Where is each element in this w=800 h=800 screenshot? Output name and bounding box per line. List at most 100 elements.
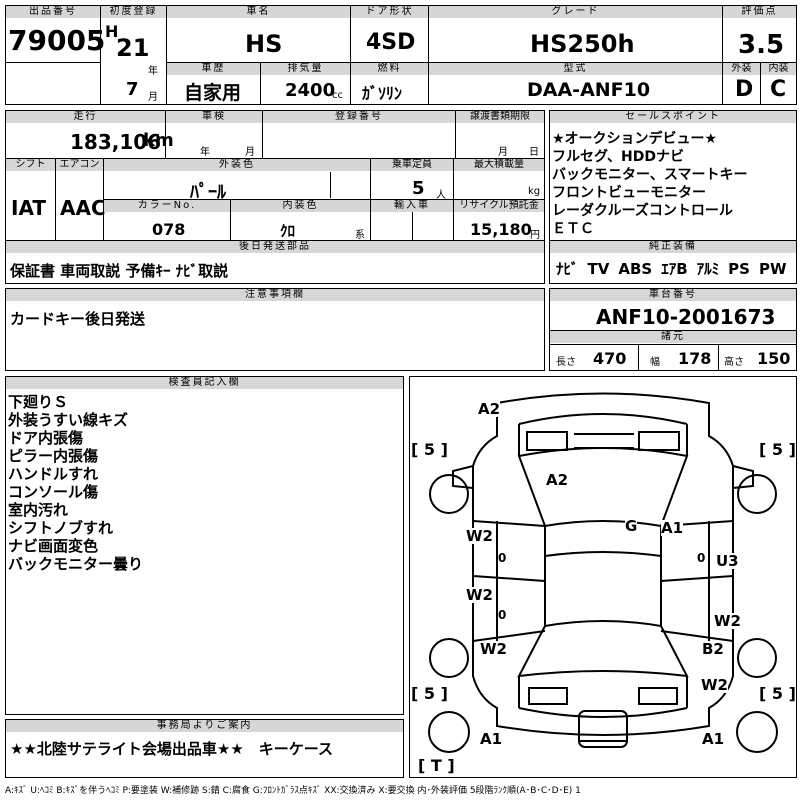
damage-hood: A2	[546, 471, 569, 489]
ac: AAC	[60, 196, 106, 220]
mileage-label: 走行	[6, 111, 165, 123]
mark-left-2: 0	[498, 607, 507, 623]
transfer-month-unit: 月	[498, 147, 508, 158]
recycle-unit: 円	[530, 230, 540, 241]
mileage-unit: km	[143, 130, 174, 151]
width-label: 幅	[650, 357, 660, 368]
inspector-note: 下廻りＳ	[8, 393, 69, 411]
maxload-unit: kg	[528, 186, 541, 197]
equipment-item: ABS	[618, 260, 653, 278]
later-label: 後日発送部品	[6, 241, 544, 253]
damage-front-door-left: W2	[466, 527, 493, 545]
grade: HS250h	[530, 30, 635, 58]
length: 470	[593, 349, 627, 368]
insp-month-unit: 月	[245, 147, 255, 158]
sales-list: ★オークションデビュー★ フルセグ、HDDナビバックモニター、スマートキーフロント…	[552, 130, 796, 238]
first-reg-label: 初度登録	[101, 6, 166, 18]
tire-mark-rear-left: [ 5 ]	[411, 684, 448, 703]
chassis-number: ANF10-2001673	[596, 305, 776, 329]
capacity-label: 乗車定員	[371, 159, 453, 171]
sales-point-item: フルセグ、HDDナビ	[552, 149, 684, 165]
door-type: 4SD	[366, 30, 416, 55]
sales-point-item: ＥＴＣ	[552, 221, 594, 237]
model: DAA-ANF10	[527, 79, 651, 101]
reg-number-label: 登録番号	[263, 111, 455, 123]
car-diagram	[428, 392, 778, 753]
damage-rear-fender-left: W2	[480, 640, 507, 658]
ext-grade: D	[735, 77, 754, 102]
reg-year: 21	[116, 34, 150, 62]
sales-point-item: ★オークションデビュー★	[552, 131, 718, 147]
color: ﾊﾟｰﾙ	[190, 182, 226, 203]
fuel: ｶﾞｿﾘﾝ	[362, 84, 403, 103]
caution-label: 注意事項欄	[6, 289, 544, 301]
lot-number: 79005	[8, 24, 106, 57]
shift: IAT	[11, 196, 47, 220]
displacement: 2400	[285, 80, 336, 101]
mark-left-1: 0	[498, 550, 507, 566]
inspector-label: 検査員記入欄	[6, 377, 403, 389]
equipment-item: TV	[587, 260, 610, 278]
height: 150	[757, 349, 791, 368]
damage-windshield: G	[625, 517, 638, 535]
legend: A:ｷｽﾞ U:ﾍｺﾐ B:ｷｽﾞを伴うﾍｺﾐ P:要塗装 W:補修跡 S:錆 …	[5, 786, 581, 796]
inspector-note: ナビ画面変色	[8, 537, 99, 555]
lot-label: 出品番号	[6, 6, 100, 18]
header-section	[5, 5, 797, 105]
year-unit: 年	[148, 66, 158, 77]
tire-mark-front-left: [ 5 ]	[411, 440, 448, 459]
fuel-label: 燃料	[351, 63, 428, 75]
inspector-note: 室内汚れ	[8, 501, 69, 519]
transfer-day-unit: 日	[529, 147, 539, 158]
equipment-label: 純正装備	[550, 241, 796, 253]
interior-color-label: 内装色	[231, 200, 370, 212]
damage-rear-bumper-left: A1	[480, 730, 503, 748]
interior-color-unit: 系	[355, 230, 365, 241]
era: H	[105, 22, 119, 41]
inspector-note: ハンドルすれ	[8, 465, 99, 483]
damage-front-door-right: U3	[716, 552, 739, 570]
caution-section	[5, 288, 545, 371]
reg-month: 7	[126, 79, 139, 100]
car-name: HS	[245, 30, 283, 58]
inspector-note: ピラー内張傷	[8, 447, 99, 465]
vehicle-info-section	[5, 110, 545, 284]
sales-point-item: フロントビューモニター	[552, 185, 706, 201]
inspection-label: 車検	[166, 111, 262, 123]
name-label: 車名	[167, 6, 350, 18]
colorno: 078	[152, 220, 186, 239]
diagram-section	[409, 376, 797, 778]
capacity: 5	[412, 178, 425, 199]
capacity-unit: 人	[436, 190, 446, 201]
tire-mark-front-right: [ 5 ]	[759, 440, 796, 459]
specs-label: 諸元	[550, 331, 796, 343]
damage-rear-right: W2	[701, 676, 728, 694]
ac-label: エアコン	[56, 159, 103, 171]
width: 178	[678, 349, 712, 368]
damage-rear-door-left: W2	[466, 586, 493, 604]
inspector-note: コンソール傷	[8, 483, 99, 501]
sales-section	[549, 110, 797, 284]
history: 自家用	[184, 82, 242, 104]
later-parts: 保証書 車両取説 予備ｷｰ ﾅﾋﾞ取説	[10, 262, 229, 280]
office-section	[5, 719, 404, 778]
tire-mark-rear-right: [ 5 ]	[759, 684, 796, 703]
history-label: 車歴	[167, 63, 260, 75]
displacement-label: 排気量	[261, 63, 350, 75]
damage-rear-fender-right: B2	[702, 640, 724, 658]
equipment-item: ﾅﾋﾞ	[556, 260, 579, 278]
office-label: 事務局よりご案内	[6, 720, 403, 732]
door-label: ドア形状	[351, 6, 428, 18]
tire-mark-spare: [ T ]	[418, 756, 455, 775]
ext-label: 外装	[723, 63, 760, 75]
recycle-label: リサイクル預託金	[454, 200, 544, 212]
month-unit: 月	[148, 92, 158, 103]
equipment-item: PW	[758, 260, 787, 278]
mileage: 183,106	[70, 130, 162, 154]
score-label: 評価点	[723, 6, 796, 18]
inspector-note: ドア内張傷	[8, 429, 84, 447]
sales-point-item: バックモニター、スマートキー	[552, 167, 748, 183]
int-label: 内装	[761, 63, 796, 75]
